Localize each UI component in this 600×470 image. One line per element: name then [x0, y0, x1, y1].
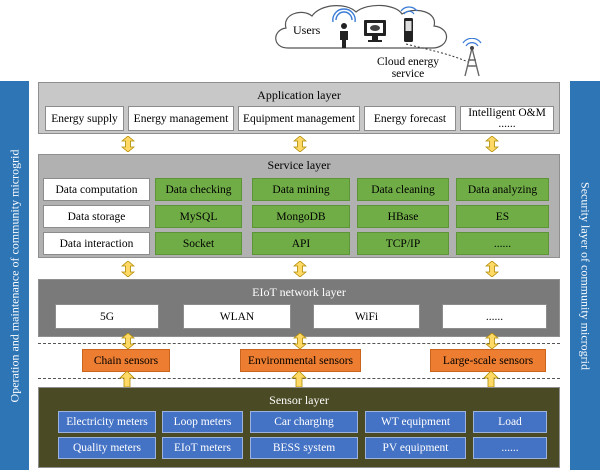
cloud-shape	[275, 4, 448, 49]
right-sidebar: Security layer of community microgrid	[570, 81, 600, 470]
sensor-wt-equipment: WT equipment	[365, 411, 466, 433]
app-item-intelligent-om-label: Intelligent O&M	[468, 106, 546, 119]
service-data-cleaning: Data cleaning	[357, 178, 449, 201]
sensor-eiot-meters: EIoT meters	[162, 437, 243, 459]
sensor-loop-meters: Loop meters	[162, 411, 243, 433]
service-tcpip: TCP/IP	[357, 232, 449, 255]
sensor-bess-system: BESS system	[250, 437, 358, 459]
double-arrow-icon	[121, 136, 135, 152]
service-more: ......	[456, 232, 549, 255]
service-mysql: MySQL	[155, 205, 242, 228]
sensor-car-charging: Car charging	[250, 411, 358, 433]
service-mongodb: MongoDB	[252, 205, 350, 228]
sensor-quality-meters: Quality meters	[58, 437, 156, 459]
sensor-group-large-scale: Large-scale sensors	[430, 349, 546, 372]
double-arrow-icon	[485, 261, 499, 277]
antenna-tower-icon	[462, 38, 482, 77]
service-socket: Socket	[155, 232, 242, 255]
up-arrow-icon	[483, 371, 499, 387]
users-label: Users	[293, 23, 321, 37]
right-sidebar-label: Security layer of community microgrid	[578, 181, 593, 370]
network-layer-title: EIoT network layer	[252, 285, 346, 299]
sensor-pv-equipment: PV equipment	[365, 437, 466, 459]
network-wlan: WLAN	[183, 304, 291, 329]
cloud-service-label: Cloud energy service	[376, 56, 440, 80]
network-5g: 5G	[55, 304, 159, 329]
phone-signal-icon	[400, 6, 418, 15]
sensor-layer-title: Sensor layer	[269, 393, 329, 407]
service-layer-title: Service layer	[267, 158, 331, 172]
double-arrow-icon	[485, 333, 499, 349]
person-icon	[340, 23, 348, 48]
phone-icon	[404, 18, 413, 42]
app-item-energy-supply: Energy supply	[45, 106, 124, 131]
service-data-computation: Data computation	[43, 178, 150, 201]
service-data-analyzing: Data analyzing	[456, 178, 549, 201]
up-arrow-icon	[119, 371, 135, 387]
wifi-signal-icon	[332, 8, 356, 23]
service-es: ES	[456, 205, 549, 228]
service-data-storage: Data storage	[43, 205, 150, 228]
app-item-intelligent-om: Intelligent O&M ......	[460, 106, 554, 131]
app-item-energy-forecast: Energy forecast	[364, 106, 456, 131]
sensor-load: Load	[473, 411, 547, 433]
app-item-equipment-management: Equipment management	[238, 106, 360, 131]
double-arrow-icon	[121, 261, 135, 277]
sensor-group-chain: Chain sensors	[82, 349, 170, 372]
sensor-electricity-meters: Electricity meters	[58, 411, 156, 433]
service-data-mining: Data mining	[252, 178, 350, 201]
app-item-more: ......	[498, 117, 516, 130]
double-arrow-icon	[293, 333, 307, 349]
double-arrow-icon	[293, 261, 307, 277]
up-arrow-icon	[291, 371, 307, 387]
double-arrow-icon	[293, 136, 307, 152]
left-sidebar-label: Operation and maintenance of community m…	[7, 149, 21, 402]
application-layer-title: Application layer	[257, 88, 341, 102]
cloud-diagram	[275, 4, 448, 49]
service-data-interaction: Data interaction	[43, 232, 150, 255]
double-arrow-icon	[485, 136, 499, 152]
app-item-energy-management: Energy management	[128, 106, 234, 131]
service-hbase: HBase	[357, 205, 449, 228]
sensor-more: ......	[473, 437, 547, 459]
left-sidebar: Operation and maintenance of community m…	[0, 81, 29, 470]
service-api: API	[252, 232, 350, 255]
network-wifi: WiFi	[313, 304, 420, 329]
network-more: ......	[442, 304, 547, 329]
monitor-icon	[364, 20, 386, 42]
sensor-group-environmental: Environmental sensors	[240, 349, 361, 372]
service-data-checking: Data checking	[155, 178, 242, 201]
double-arrow-icon	[121, 333, 135, 349]
